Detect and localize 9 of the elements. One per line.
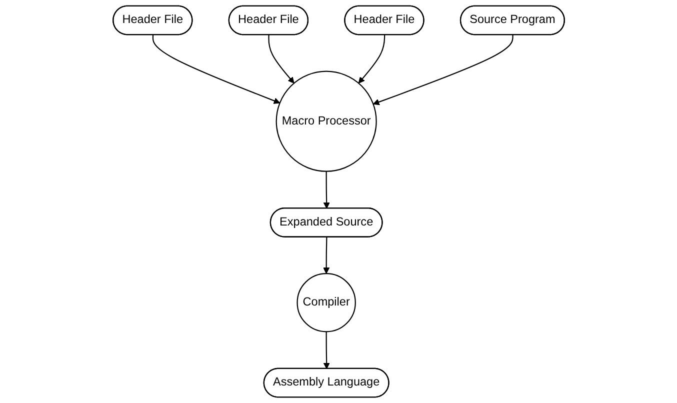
node-circle: Macro Processor <box>276 70 377 172</box>
node-circle: Compiler <box>296 273 356 332</box>
arrow <box>152 34 280 104</box>
arrow <box>322 237 330 274</box>
arrow <box>372 34 514 106</box>
arrow <box>323 171 330 209</box>
arrow <box>323 332 330 370</box>
arrow <box>268 34 294 84</box>
arrow <box>358 34 385 84</box>
